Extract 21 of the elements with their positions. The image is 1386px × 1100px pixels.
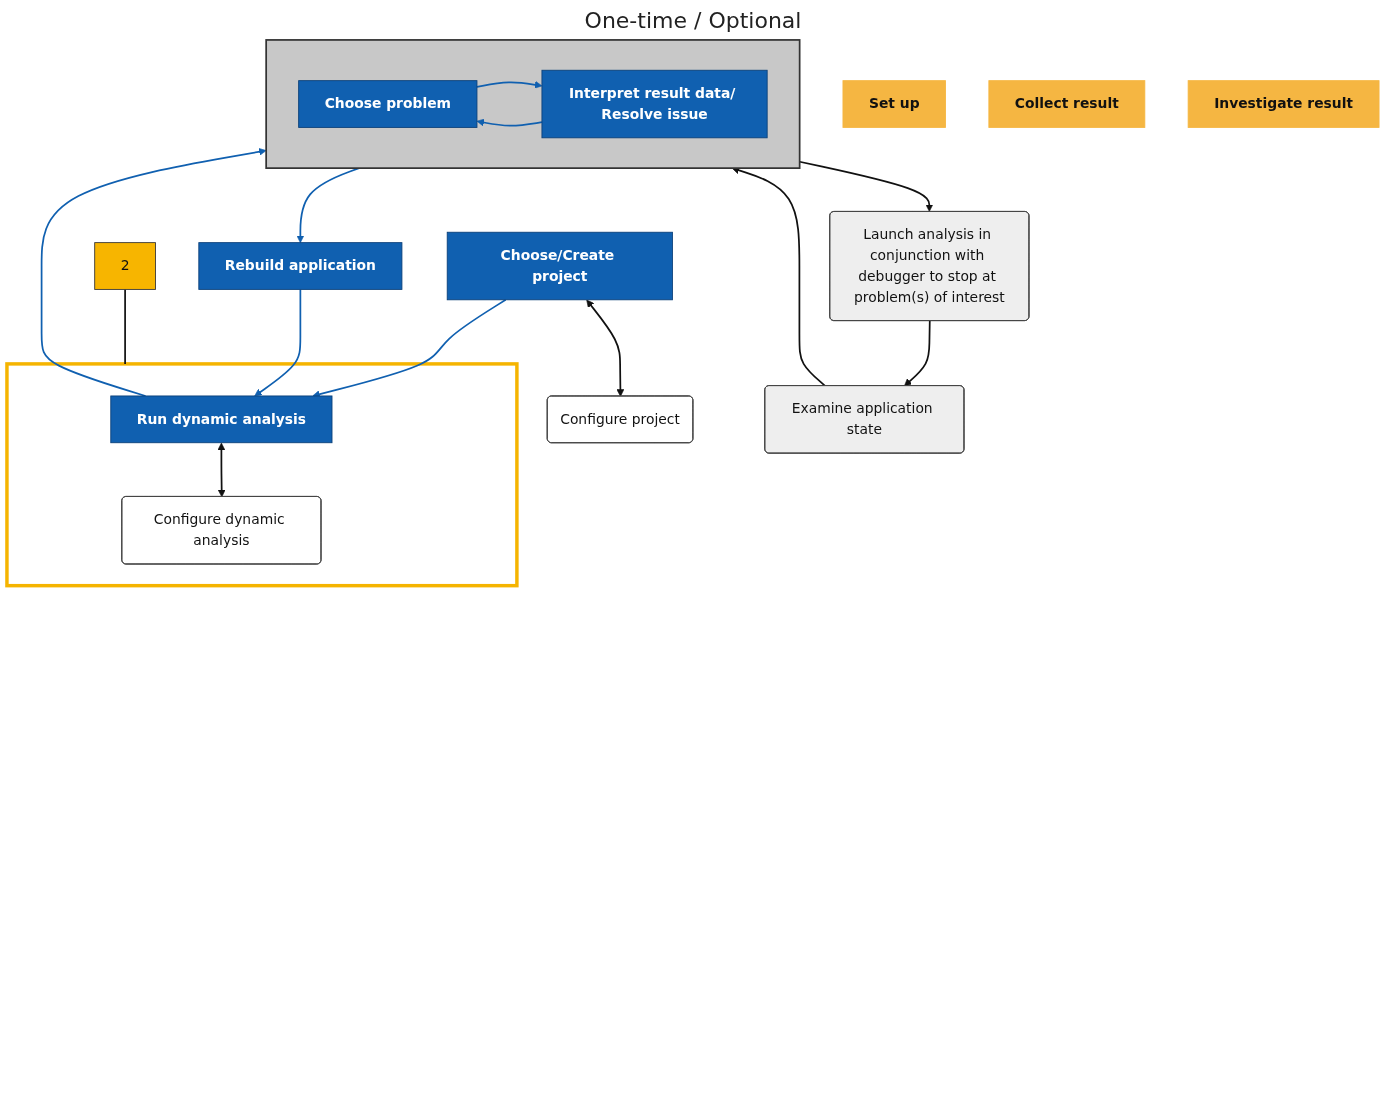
node-box: Collect result: [988, 80, 1146, 128]
column-heading: One-time / Optional: [584, 8, 802, 33]
arrow: [904, 320, 931, 387]
connector: [124, 288, 126, 365]
node-box: Rebuild application: [198, 242, 403, 290]
node-box: Choose/Create project: [446, 231, 673, 301]
cluster: [5, 362, 519, 588]
arrow: [296, 167, 360, 243]
arrow: [586, 299, 625, 397]
node-box: Investigate result: [1187, 80, 1380, 128]
arrow: [476, 118, 543, 127]
arrow: [476, 81, 543, 89]
arrow: [40, 148, 267, 397]
node-box: Choose problem: [298, 80, 478, 128]
arrow: [254, 288, 302, 397]
arrow: [217, 442, 226, 498]
node-box: 2: [94, 242, 156, 290]
node-box: Interpret result data/ Resolve issue: [541, 69, 768, 139]
node-box: Set up: [842, 80, 946, 128]
node-box: Run dynamic analysis: [110, 395, 333, 444]
cluster: [265, 39, 801, 169]
